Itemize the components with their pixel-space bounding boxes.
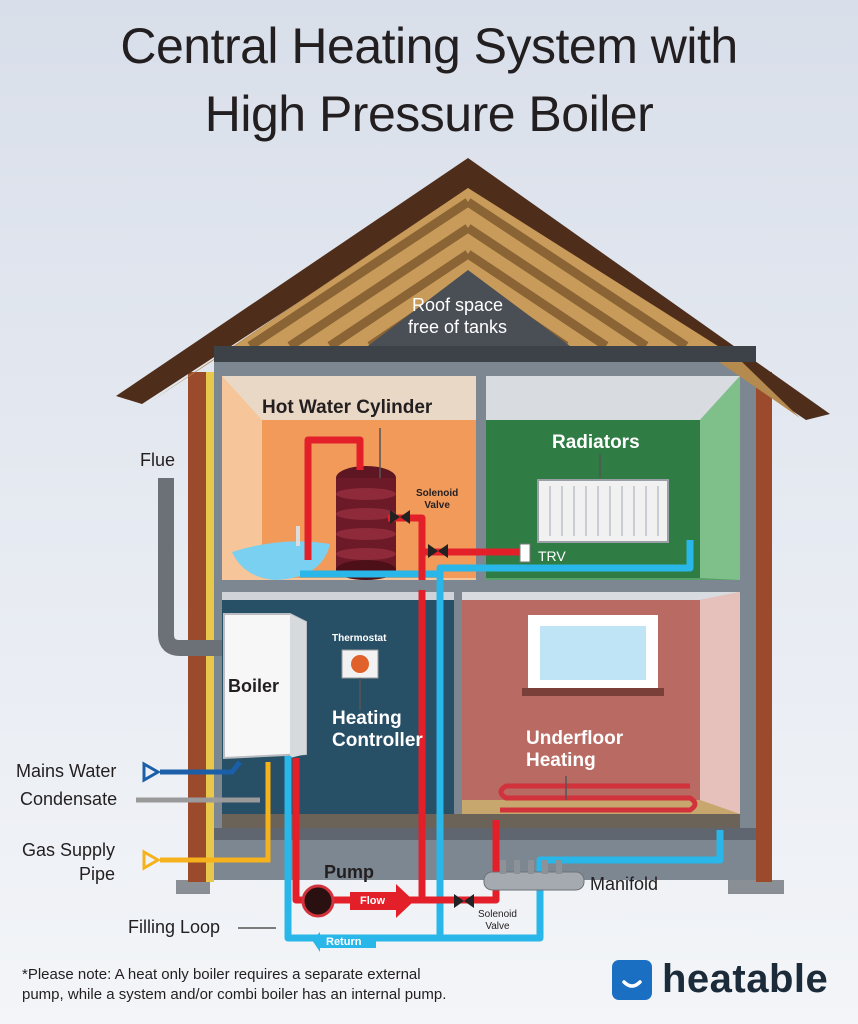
left-footing	[176, 880, 210, 894]
thermostat-label: Thermostat	[332, 633, 387, 644]
condensate-label: Condensate	[20, 789, 118, 809]
solenoid-valve-bottom	[454, 894, 474, 908]
hot-water-cylinder	[336, 466, 396, 580]
mains-water-label: Mains Water	[16, 761, 117, 781]
title-line-2: High Pressure Boiler	[204, 86, 654, 142]
radiator	[537, 479, 669, 543]
solenoid-valve-mid	[428, 544, 448, 558]
return-arrow	[312, 932, 376, 952]
solenoid-valve-top	[390, 510, 410, 524]
radiators-label: Radiators	[552, 432, 640, 453]
manifold	[483, 860, 585, 891]
right-brick-wall	[756, 372, 772, 882]
footnote: *Please note: A heat only boiler require…	[22, 966, 447, 1003]
heatable-logo-icon	[612, 960, 652, 1000]
pump	[301, 884, 335, 918]
hot-water-cylinder-label: Hot Water Cylinder	[262, 397, 433, 418]
pump-label: Pump	[324, 862, 375, 882]
return-label: Return	[326, 936, 362, 948]
flue-label: Flue	[140, 450, 176, 470]
gas-pipe	[160, 762, 271, 863]
flow-label: Flow	[360, 895, 386, 907]
mains-water-pipe	[160, 760, 242, 775]
filling-loop-label: Filling Loop	[128, 917, 221, 937]
thermostat	[341, 649, 379, 679]
return-pipes	[284, 540, 724, 942]
boiler-label: Boiler	[228, 676, 280, 696]
right-footing	[728, 880, 784, 894]
boiler-unit	[223, 613, 307, 760]
trv-label: TRV	[538, 548, 566, 564]
brand-name: heatable	[662, 957, 829, 1001]
left-insulation	[206, 372, 214, 882]
left-brick-wall	[188, 372, 206, 882]
flow-arrow	[350, 884, 414, 918]
trv	[519, 543, 531, 563]
manifold-label: Manifold	[590, 874, 659, 894]
title-line-1: Central Heating System with	[120, 18, 738, 74]
underfloor-loops	[498, 783, 698, 813]
